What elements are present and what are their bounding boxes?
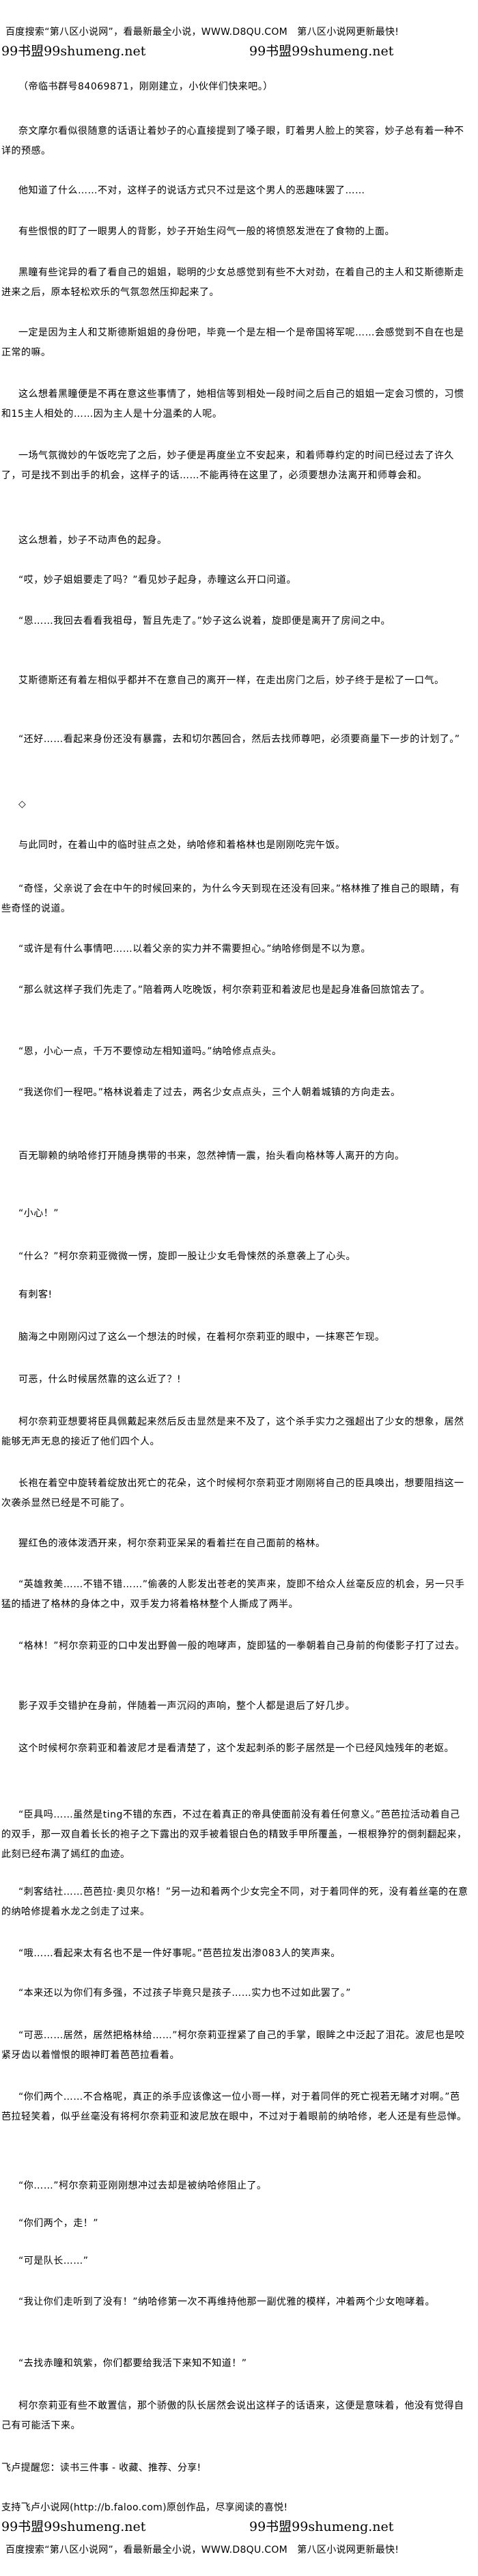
footer-brand-left[interactable]: 99书盟99shumeng.net: [1, 2519, 146, 2534]
header-brand-left[interactable]: 99书盟99shumeng.net: [1, 44, 146, 59]
paragraph: “什么？”柯尔奈莉亚微微一愣，旋即一股让少女毛骨悚然的杀意袭上了心头。: [18, 1251, 356, 1262]
paragraph: 这么想着，妙子不动声色的起身。: [18, 535, 167, 546]
section-divider: ◇: [18, 799, 27, 810]
paragraph: 这个时候柯尔奈莉亚和着波尼才是看清楚了，这个发起刺杀的影子居然是一个已经风烛残年…: [18, 1743, 454, 1754]
paragraph: “奇怪，父亲说了会在中午的时候回来的，为什么今天到现在还没有回来。”格林推了推自…: [1, 883, 460, 914]
paragraph: 影子双手交错护在身前，伴随着一声沉闷的声响，整个人都是退后了好几步。: [18, 1701, 355, 1712]
paragraph: “英雄救美……不错不错……”偷袭的人影发出苍老的笑声来，旋即不给众人丝毫反应的机…: [1, 1579, 465, 1610]
footer-reminder: 飞卢提醒您：读书三件事 - 收藏、推荐、分享!: [1, 2463, 201, 2474]
paragraph: 黑瞳有些诧异的看了看自己的姐姐，聪明的少女总感觉到有些不大对劲，在着自己的主人和…: [1, 267, 464, 298]
paragraph: “还好……看起来身份还没有暴露，去和切尔茜回合，然后去找师尊吧，必须要商量下一步…: [18, 734, 460, 745]
header-promo-text: 百度搜索“第八区小说网”，看最新最全小说，WWW.D8QU.COM 第八区小说网…: [5, 27, 399, 38]
paragraph: 百无聊赖的纳哈修打开随身携带的书来，忽然神情一震，抬头看向格林等人离开的方向。: [18, 1151, 405, 1162]
paragraph: “我送你们一程吧。”格林说着走了过去，两名少女点点头，三个人朝着城镇的方向走去。: [18, 1087, 401, 1098]
paragraph: “我让你们走听到了没有！”纳哈修第一次不再维持他那一副优雅的模样，冲着两个少女咆…: [18, 2297, 436, 2307]
paragraph: 一定是因为主人和艾斯德斯姐姐的身份吧，毕竟一个是左相一个是帝国将军呢……会感觉到…: [1, 327, 464, 358]
paragraph: 艾斯德斯还有着左相似乎都并不在意自己的离开一样，在走出房门之后，妙子终于是松了一…: [18, 675, 445, 686]
paragraph: “刺客结社……芭芭拉·奥贝尔格！”另一边和着两个少女完全不同，对于着同伴的死，没…: [1, 1887, 468, 1917]
paragraph: “格林！”柯尔奈莉亚的口中发出野兽一般的咆哮声，旋即猛的一拳朝着自己身前的佝偻影…: [18, 1641, 465, 1652]
paragraph: 脑海之中刚刚闪过了这么一个想法的时候，在着柯尔奈莉亚的眼中，一抹寒芒乍现。: [18, 1332, 385, 1343]
paragraph: 他知道了什么……不对，这样子的说话方式只不过是这个男人的恶趣味罢了……: [18, 185, 365, 196]
footer-brand-right[interactable]: 99书盟99shumeng.net: [249, 2519, 394, 2534]
paragraph: “你们两个，走！”: [18, 2218, 99, 2229]
paragraph: 奈文摩尔看似很随意的话语让着妙子的心直接提到了嗓子眼，盯着男人脸上的笑容，妙子总…: [1, 126, 464, 156]
paragraph: 有些恨恨的盯了一眼男人的背影，妙子开始生闷气一般的将愤怒发泄在了食物的上面。: [18, 226, 395, 237]
paragraph: “那么就这样子我们先走了。”陪着两人吃晚饭，柯尔奈莉亚和着波尼也是起身准备回旅馆…: [18, 985, 431, 996]
paragraph: 猩红色的液体泼洒开来，柯尔奈莉亚呆呆的看着拦在自己面前的格林。: [18, 1538, 326, 1549]
paragraph: “恩，小心一点，千万不要惊动左相知道吗。”纳哈修点点头。: [18, 1046, 282, 1057]
paragraph: 长袍在着空中旋转着绽放出死亡的花朵，这个时候柯尔奈莉亚才刚刚将自己的臣具唤出，想…: [1, 1478, 464, 1509]
paragraph: “可恶……居然，居然把格林给……”柯尔奈莉亚捏紧了自己的手掌，眼眸之中泛起了泪花…: [1, 2030, 465, 2061]
paragraph: “小心！”: [18, 1208, 59, 1219]
paragraph: “你……”柯尔奈莉亚刚刚想冲过去却是被纳哈修阻止了。: [18, 2180, 267, 2191]
footer-support-text: 支持飞卢小说网(http://b.faloo.com)原创作品，尽享阅读的喜悦!: [1, 2502, 288, 2513]
paragraph: “臣具吗……虽然是ting不错的东西，不过在着真正的帝具使面前没有着任何意义。”…: [1, 1809, 467, 1860]
paragraph: “你们两个……不合格呢，真正的杀手应该像这一位小哥一样，对于着同伴的死亡视若无睹…: [1, 2092, 467, 2122]
paragraph: “哎，妙子姐姐要走了吗？”看见妙子起身，赤瞳这么开口问道。: [18, 575, 297, 586]
paragraph: “去找赤瞳和筑紫，你们都要给我活下来知不知道！”: [18, 2358, 247, 2369]
header-brand-right[interactable]: 99书盟99shumeng.net: [249, 44, 394, 59]
footer-promo-text: 百度搜索“第八区小说网”，看最新最全小说，WWW.D8QU.COM 第八区小说网…: [5, 2545, 399, 2556]
paragraph: 可恶，什么时候居然靠的这么近了？!: [18, 1374, 182, 1385]
paragraph: 一场气氛微妙的午饭吃完了之后，妙子便是再度坐立不安起来，和着师尊约定的时间已经过…: [1, 450, 454, 481]
paragraph: “恩……我回去看看我祖母，暂且先走了。”妙子这么说着，旋即便是离开了房间之中。: [18, 616, 391, 627]
paragraph: 柯尔奈莉亚有些不敢置信，那个骄傲的队长居然会说出这样子的话语来，这便是意味着，他…: [1, 2400, 464, 2431]
paragraph: 柯尔奈莉亚想要将臣具佩戴起来然后反击显然是来不及了，这个杀手实力之强超出了少女的…: [1, 1416, 464, 1447]
paragraph: “本来还以为你们有多强，不过孩子毕竟只是孩子……实力也不过如此罢了。”: [18, 1988, 352, 1999]
paragraph: （帝临书群号84069871，刚刚建立，小伙伴们快来吧。）: [18, 81, 273, 92]
paragraph: 有刺客!: [18, 1289, 53, 1300]
paragraph: 这么想着黑瞳便是不再在意这些事情了，她相信等到相处一段时间之后自己的姐姐一定会习…: [1, 389, 464, 420]
paragraph: 与此同时，在着山中的临时驻点之处，纳哈修和着格林也是刚刚吃完午饭。: [18, 840, 346, 851]
paragraph: “或许是有什么事情吧……以着父亲的实力并不需要担心。”纳哈修倒是不以为意。: [18, 944, 371, 955]
paragraph: “可是队长……”: [18, 2256, 89, 2266]
paragraph: “哦……看起来太有名也不是一件好事呢。”芭芭拉发出渗083人的笑声来。: [18, 1948, 341, 1959]
